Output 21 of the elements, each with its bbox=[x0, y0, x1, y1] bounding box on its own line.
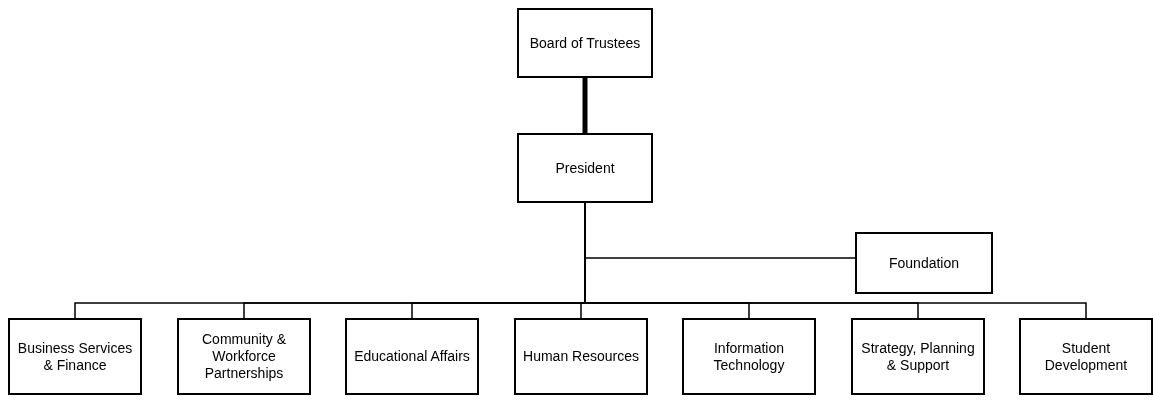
org-box bbox=[517, 8, 653, 78]
box-label: Community & Workforce Partnerships bbox=[201, 331, 287, 382]
box-label: Board of Trustees bbox=[529, 34, 641, 52]
org-box bbox=[682, 318, 816, 395]
org-box bbox=[8, 318, 142, 395]
box-label: Human Resources bbox=[523, 348, 639, 365]
box-label: Information Technology bbox=[712, 339, 786, 374]
org-box bbox=[851, 318, 985, 395]
box-label: Business Services & Finance bbox=[16, 339, 134, 374]
box-label: Foundation bbox=[888, 254, 960, 272]
box-label: Student Development bbox=[1043, 339, 1129, 374]
box-label: Educational Affairs bbox=[354, 348, 470, 365]
org-box bbox=[345, 318, 479, 395]
org-box bbox=[1019, 318, 1153, 395]
org-box bbox=[855, 232, 993, 294]
connector-line bbox=[582, 78, 588, 133]
org-box bbox=[517, 133, 653, 203]
org-box bbox=[514, 318, 648, 395]
org-box bbox=[177, 318, 311, 395]
box-label: President bbox=[555, 159, 615, 177]
box-label: Strategy, Planning & Support bbox=[860, 339, 976, 374]
